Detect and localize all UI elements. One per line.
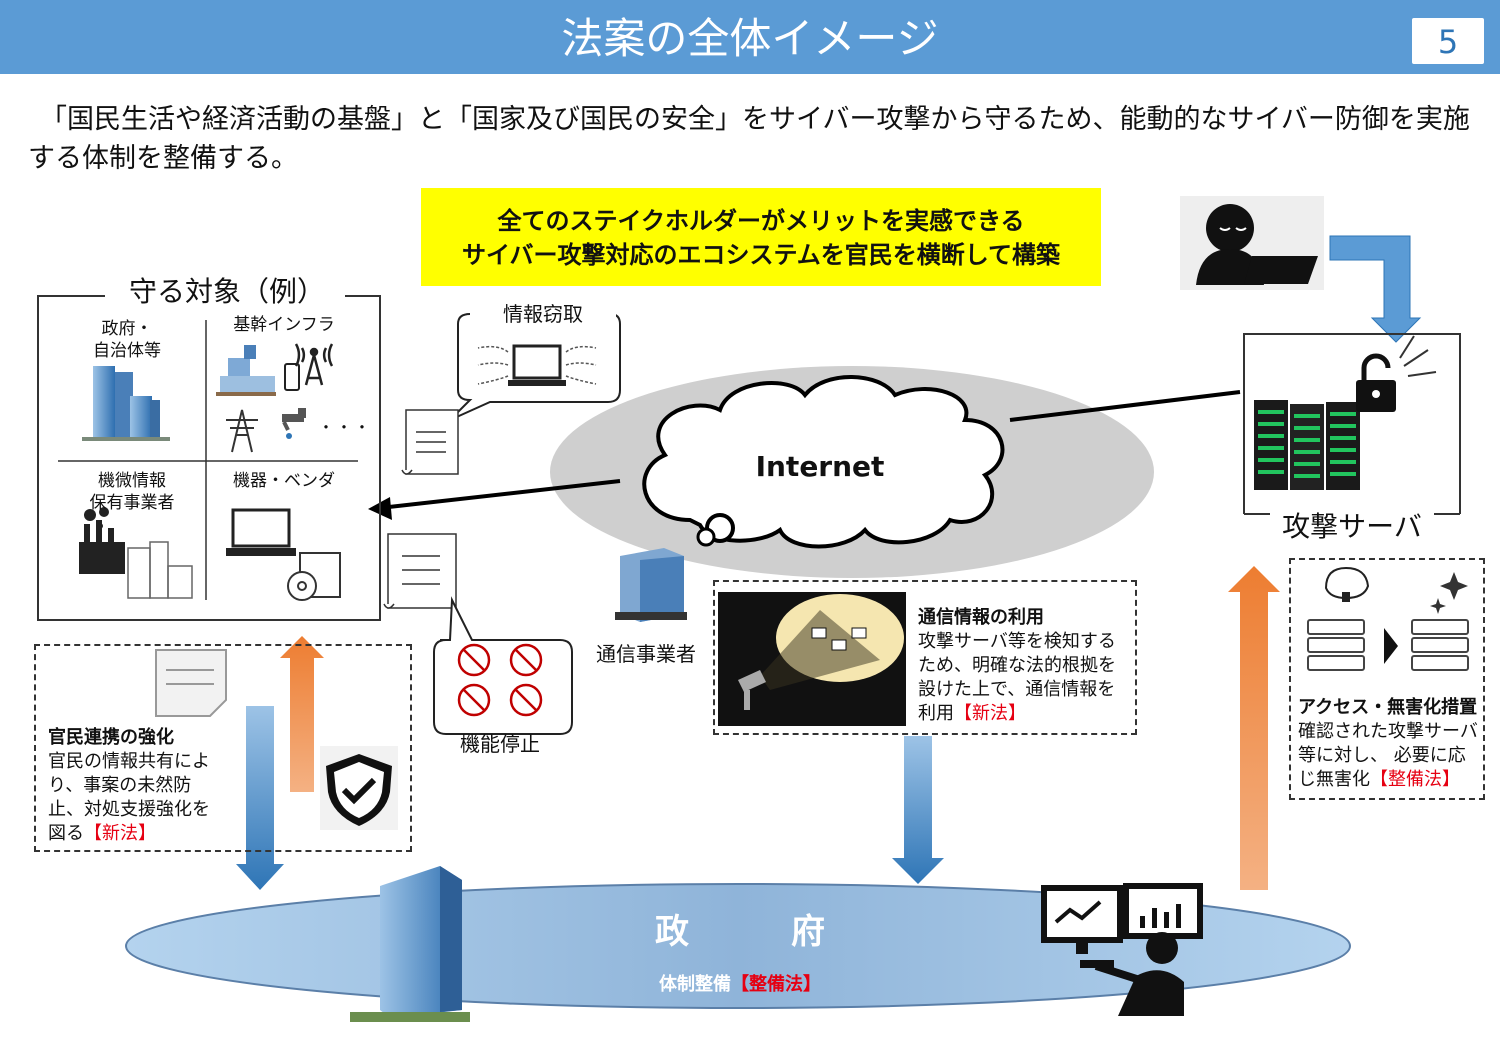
comm-info-law: 【新法】 xyxy=(954,703,1026,724)
access-measure-box xyxy=(1289,558,1485,800)
cooperation-title: 官民連携の強化 xyxy=(48,727,174,748)
government-sub: 体制整備 xyxy=(659,974,731,995)
document-scroll-icon-2 xyxy=(383,533,457,609)
access-measure-title: アクセス・無害化措置 xyxy=(1298,697,1478,718)
page-title: 法案の全体イメージ xyxy=(561,14,939,63)
buildings-icon xyxy=(127,541,193,599)
sparkle-icon xyxy=(1430,572,1468,614)
orange-arrow-left xyxy=(280,636,324,792)
cell-label-government: 政府・ 自治体等 xyxy=(93,319,161,361)
surveillance-camera-image xyxy=(718,592,906,726)
function-stop-bubble xyxy=(433,596,573,735)
access-measure-law: 【整備法】 xyxy=(1370,769,1460,790)
cell-label-infrastructure: 基幹インフラ xyxy=(233,315,335,335)
attack-arrow xyxy=(1329,235,1422,343)
cooperation-text: 官民連携の強化 官民の情報共有により、事案の未然防止、対処支援強化を図る【新法】 xyxy=(48,726,218,846)
orange-arrow-right xyxy=(1228,566,1280,890)
airport-icon xyxy=(216,345,276,396)
comm-info-text: 通信情報の利用 攻撃サーバ等を検知するため、明確な法的根拠を設けた上で、通信情報… xyxy=(918,606,1122,726)
damaged-server-icon xyxy=(1324,566,1370,602)
banner-line-2: サイバー攻撃対応のエコシステムを官民を横断して構築 xyxy=(461,241,1061,269)
prohibited-icons xyxy=(457,643,543,717)
internet-cloud xyxy=(642,375,1005,549)
cooperation-box xyxy=(34,644,412,852)
server-icon-right xyxy=(1411,619,1469,671)
page-number: 5 xyxy=(1412,18,1484,64)
telecom-building-icon xyxy=(615,548,687,622)
ecosystem-banner: 全てのステイクホルダーがメリットを実感できる サイバー攻撃対応のエコシステムを官… xyxy=(421,188,1101,286)
cell-label-devices-vendors: 機器・ベンダ xyxy=(233,471,335,491)
government-subtitle: 体制整備【整備法】 xyxy=(600,970,880,996)
office-building-icon xyxy=(82,366,170,441)
blue-arrow-middle xyxy=(892,736,944,884)
telecom-operator-label: 通信事業者 xyxy=(596,642,696,666)
intro-text: 「国民生活や経済活動の基盤」と「国家及び国民の安全」をサイバー攻撃から守るため、… xyxy=(28,104,1470,174)
water-tap-icon xyxy=(282,408,306,439)
attack-server-label: 攻撃サーバ xyxy=(1270,505,1434,545)
access-measure-text: アクセス・無害化措置 確認された攻撃サーバ等に対し、 必要に応じ無害化【整備法】 xyxy=(1298,696,1482,792)
comm-info-title: 通信情報の利用 xyxy=(918,607,1044,628)
comm-info-body: 攻撃サーバ等を検知するため、明確な法的根拠を設けた上で、通信情報を利用 xyxy=(918,631,1116,724)
disk-icon xyxy=(287,552,341,601)
comm-info-box xyxy=(713,580,1137,735)
cooperation-body: 官民の情報共有により、事案の未然防止、対処支援強化を図る xyxy=(48,751,210,844)
server-rack-icon xyxy=(1254,400,1360,490)
unlocked-padlock-icon xyxy=(1356,335,1437,412)
cell-label-sensitive-info: 機微情報 保有事業者 xyxy=(89,471,175,513)
access-measure-body: 確認された攻撃サーバ等に対し、 必要に応じ無害化 xyxy=(1298,721,1478,790)
smartphone-icon xyxy=(284,363,300,391)
security-shield-icon xyxy=(320,746,398,830)
document-scroll-icon xyxy=(401,409,459,475)
factory-icon xyxy=(79,507,125,574)
hacker-icon xyxy=(1180,196,1324,290)
internet-label: Internet xyxy=(755,450,885,483)
power-tower-icon xyxy=(226,409,258,453)
server-icon-left xyxy=(1307,619,1365,671)
government-building-icon xyxy=(350,866,470,1022)
government-title: 政 府 xyxy=(655,912,825,952)
cooperation-law: 【新法】 xyxy=(84,823,156,844)
header-bar xyxy=(0,0,1500,74)
blue-arrow-left xyxy=(236,706,284,890)
function-stop-label: 機能停止 xyxy=(460,732,540,756)
monitoring-operator-icon xyxy=(1041,883,1203,1016)
infrastructure-ellipsis: ・・・ xyxy=(318,418,373,437)
info-theft-label: 情報窃取 xyxy=(470,298,616,327)
document-icon xyxy=(155,649,227,717)
protected-targets-title: 守る対象（例） xyxy=(112,270,342,310)
antenna-icon xyxy=(294,343,334,386)
banner-line-1: 全てのステイクホルダーがメリットを実感できる xyxy=(497,207,1025,235)
laptop-icon xyxy=(226,508,296,556)
government-law: 【整備法】 xyxy=(731,974,821,995)
